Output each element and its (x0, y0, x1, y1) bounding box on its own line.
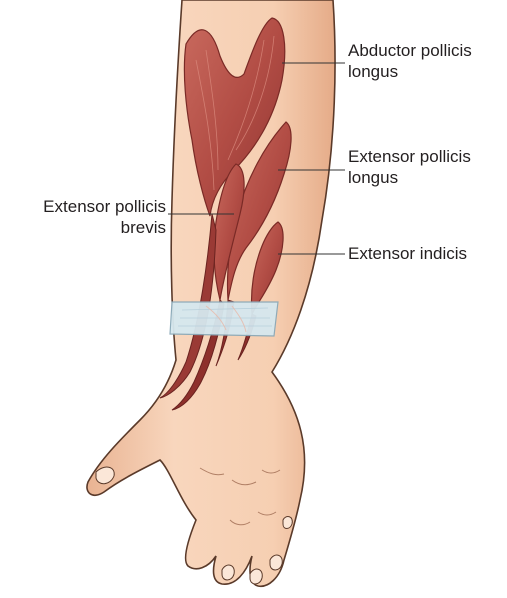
finger-nail (270, 555, 282, 570)
extensor-retinaculum (170, 302, 278, 336)
label-extensor-indicis: Extensor indicis (348, 243, 467, 264)
label-line: brevis (10, 217, 166, 238)
label-extensor-pollicis-brevis: Extensor pollicis brevis (10, 196, 166, 238)
label-line: Extensor pollicis (348, 146, 471, 167)
label-line: Abductor pollicis (348, 40, 472, 61)
label-line: Extensor pollicis (10, 196, 166, 217)
label-line: longus (348, 167, 471, 188)
finger-nail (283, 517, 292, 529)
finger-nail (250, 569, 262, 584)
label-line: Extensor indicis (348, 243, 467, 264)
label-extensor-pollicis-longus: Extensor pollicis longus (348, 146, 471, 188)
finger-nail (222, 565, 234, 580)
label-abductor-pollicis-longus: Abductor pollicis longus (348, 40, 472, 82)
label-line: longus (348, 61, 472, 82)
